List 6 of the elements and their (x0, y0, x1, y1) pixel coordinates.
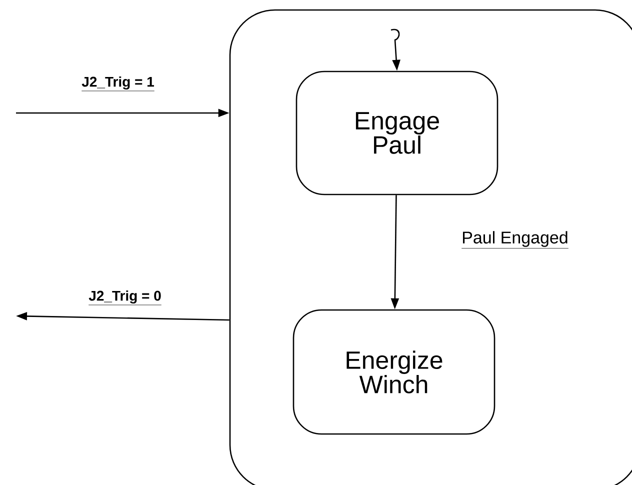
edge-label: J2_Trig = 1 (80, 75, 156, 93)
state-box: Engage Paul (296, 70, 498, 196)
state-box: Energize Winch (292, 309, 496, 435)
edge-label: Paul Engaged (460, 230, 570, 250)
edge-label: J2_Trig = 0 (88, 289, 162, 307)
state-container (229, 9, 632, 485)
